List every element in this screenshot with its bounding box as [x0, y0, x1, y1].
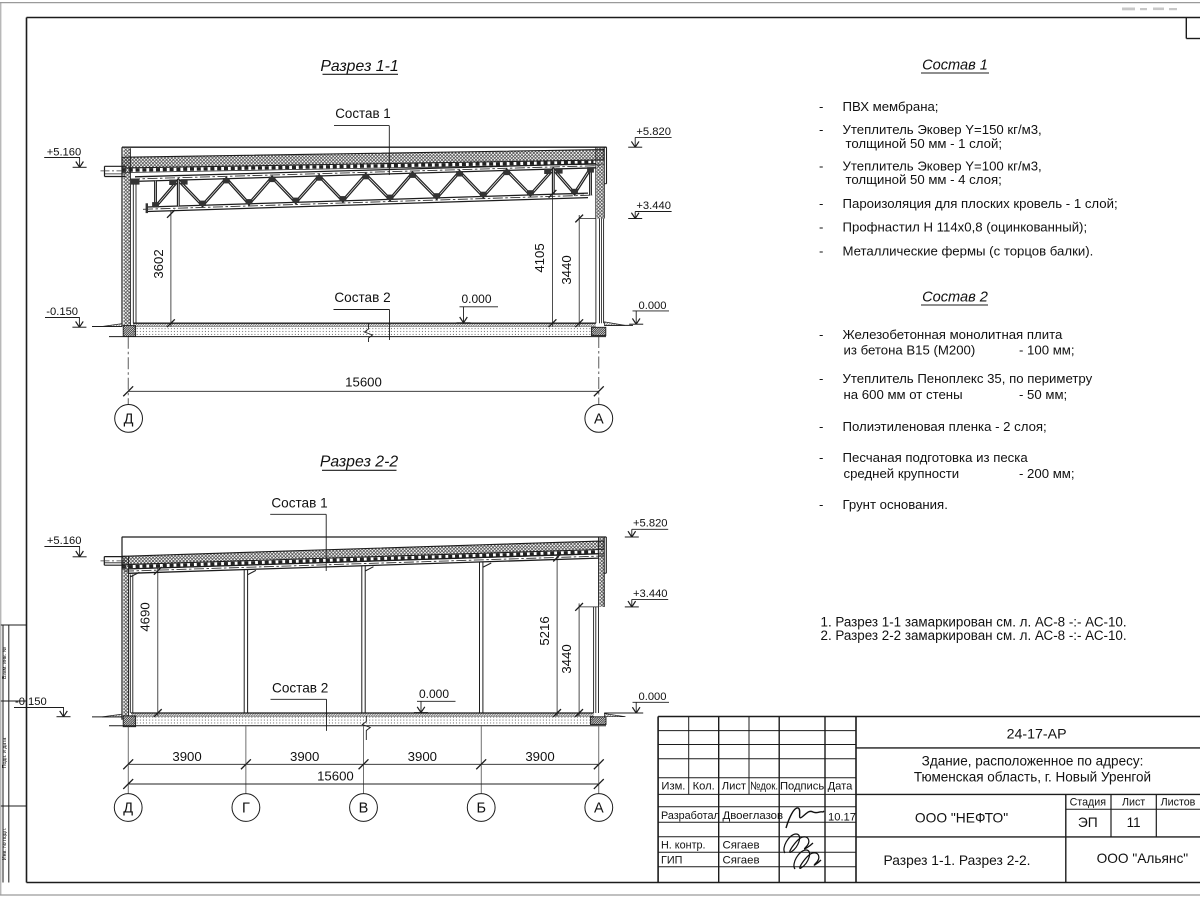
svg-text:Состав 2: Состав 2 [922, 290, 988, 306]
svg-text:+5.820: +5.820 [636, 126, 671, 138]
svg-text:-: - [819, 327, 823, 342]
svg-text:на 600 мм от стены: на 600 мм от стены [844, 387, 963, 402]
svg-text:толщиной 50 мм - 4 слоя;: толщиной 50 мм - 4 слоя; [846, 172, 1002, 187]
svg-text:Состав 1: Состав 1 [271, 495, 327, 510]
svg-text:11: 11 [1127, 815, 1141, 830]
svg-text:Лист: Лист [1122, 797, 1145, 809]
svg-text:Грунт основания.: Грунт основания. [843, 497, 948, 512]
svg-text:Сягаев: Сягаев [723, 839, 760, 851]
svg-text:Кол.: Кол. [693, 780, 715, 792]
svg-text:Сягаев: Сягаев [723, 855, 760, 867]
svg-text:Разрез 1-1: Разрез 1-1 [320, 58, 398, 75]
svg-text:5216: 5216 [537, 616, 552, 645]
svg-text:Пароизоляция для плоских крове: Пароизоляция для плоских кровель - 1 сло… [843, 196, 1118, 211]
svg-text:0.000: 0.000 [462, 292, 492, 306]
svg-text:ООО "НЕФТО": ООО "НЕФТО" [915, 811, 1008, 826]
svg-text:10.17: 10.17 [828, 812, 856, 824]
svg-text:-: - [819, 220, 823, 235]
svg-text:Полиэтиленовая пленка - 2 слоя: Полиэтиленовая пленка - 2 слоя; [843, 419, 1047, 434]
svg-text:1. Разрез 1-1 замаркирован см.: 1. Разрез 1-1 замаркирован см. л. АС-8 -… [821, 615, 1127, 630]
svg-text:ПВХ мембрана;: ПВХ мембрана; [843, 99, 939, 114]
svg-text:А: А [594, 412, 604, 428]
svg-text:Состав 2: Состав 2 [334, 290, 390, 305]
svg-text:Разрез 1-1. Разрез 2-2.: Разрез 1-1. Разрез 2-2. [884, 853, 1031, 868]
svg-text:Лист: Лист [722, 780, 746, 792]
svg-text:Н. контр.: Н. контр. [661, 839, 706, 851]
svg-text:3440: 3440 [559, 255, 574, 284]
svg-text:- 50 мм;: - 50 мм; [1019, 387, 1067, 402]
svg-text:Д: Д [124, 412, 134, 428]
svg-text:0.000: 0.000 [419, 687, 449, 701]
svg-text:4690: 4690 [138, 602, 153, 631]
svg-text:-: - [819, 497, 823, 512]
svg-text:Взам. инв. №: Взам. инв. № [2, 646, 8, 679]
svg-text:ЭП: ЭП [1078, 815, 1098, 830]
svg-text:Изм.: Изм. [661, 780, 685, 792]
svg-text:-: - [819, 99, 823, 114]
svg-text:Листов: Листов [1161, 797, 1196, 809]
svg-text:№док.: №док. [750, 781, 778, 793]
svg-text:-0.150: -0.150 [15, 696, 47, 708]
svg-text:-: - [819, 196, 823, 211]
svg-text:-: - [819, 419, 823, 434]
svg-text:15600: 15600 [345, 374, 382, 389]
svg-text:3900: 3900 [525, 749, 554, 764]
svg-text:из бетона В15 (М200): из бетона В15 (М200) [844, 342, 976, 357]
svg-text:толщиной 50 мм - 1 слой;: толщиной 50 мм - 1 слой; [846, 136, 1002, 151]
svg-text:В: В [359, 801, 369, 817]
svg-text:0.000: 0.000 [639, 691, 667, 703]
svg-text:Подпись: Подпись [780, 780, 824, 792]
svg-text:Железобетонная монолитная пли: Железобетонная монолитная плита [843, 327, 1063, 342]
svg-text:Утеплитель Эковер Y=100 кг/м3,: Утеплитель Эковер Y=100 кг/м3, [843, 158, 1042, 173]
svg-text:-0.150: -0.150 [46, 306, 78, 318]
svg-text:+5.160: +5.160 [47, 146, 82, 158]
svg-text:- 200 мм;: - 200 мм; [1019, 466, 1075, 481]
svg-text:Профнастил Н 114х0,8 (оцинкова: Профнастил Н 114х0,8 (оцинкованный); [843, 220, 1088, 235]
svg-text:Тюменская область, г. Новый Ур: Тюменская область, г. Новый Уренгой [914, 770, 1151, 785]
svg-text:Здание, расположенное по адрес: Здание, расположенное по адресу: [922, 754, 1144, 769]
svg-text:Подп. и дата: Подп. и дата [2, 738, 8, 769]
svg-text:Стадия: Стадия [1070, 797, 1107, 809]
svg-text:2. Разрез 2-2 замаркирован см.: 2. Разрез 2-2 замаркирован см. л. АС-8 -… [821, 628, 1127, 643]
svg-text:Д: Д [123, 801, 133, 817]
svg-text:Металлические фермы (с торцов: Металлические фермы (с торцов балки). [843, 243, 1094, 258]
svg-text:Утеплитель Эковер Y=150 кг/м3,: Утеплитель Эковер Y=150 кг/м3, [843, 122, 1042, 137]
svg-text:Дата: Дата [828, 780, 854, 792]
svg-text:4105: 4105 [532, 243, 547, 272]
svg-text:+5.160: +5.160 [47, 535, 82, 547]
svg-text:3602: 3602 [151, 249, 166, 278]
svg-text:А: А [594, 801, 604, 817]
svg-text:ООО "Альянс": ООО "Альянс" [1097, 851, 1189, 866]
svg-text:3900: 3900 [290, 749, 319, 764]
svg-text:-: - [819, 158, 823, 173]
svg-text:Состав 2: Состав 2 [272, 680, 328, 695]
svg-text:3440: 3440 [559, 644, 574, 673]
svg-text:Разрез 2-2: Разрез 2-2 [320, 453, 398, 470]
svg-text:Двоеглазов: Двоеглазов [723, 810, 784, 822]
svg-text:средней крупности: средней крупности [844, 466, 960, 481]
svg-text:24-17-АР: 24-17-АР [1007, 727, 1067, 743]
svg-text:3900: 3900 [408, 749, 437, 764]
svg-text:-: - [819, 243, 823, 258]
svg-text:-: - [819, 450, 823, 465]
svg-text:-: - [819, 371, 823, 386]
svg-text:Г: Г [242, 801, 250, 817]
svg-text:Состав 1: Состав 1 [335, 106, 391, 121]
svg-text:Песчаная подготовка из песка: Песчаная подготовка из песка [843, 450, 1029, 465]
svg-text:+3.440: +3.440 [633, 588, 668, 600]
svg-text:3900: 3900 [172, 749, 201, 764]
svg-text:Инв. № подл.: Инв. № подл. [2, 828, 8, 860]
svg-text:- 100 мм;: - 100 мм; [1019, 342, 1075, 357]
svg-text:Разработал: Разработал [661, 810, 720, 822]
svg-text:15600: 15600 [317, 769, 354, 784]
svg-text:Состав 1: Состав 1 [922, 58, 988, 74]
svg-text:+3.440: +3.440 [636, 200, 671, 212]
svg-text:0.000: 0.000 [639, 300, 667, 312]
svg-text:Б: Б [476, 801, 486, 817]
svg-text:-: - [819, 122, 823, 137]
svg-text:Утеплитель Пеноплекс 35, по пе: Утеплитель Пеноплекс 35, по периметру [843, 371, 1093, 386]
svg-text:+5.820: +5.820 [633, 518, 668, 530]
svg-text:ГИП: ГИП [661, 855, 682, 867]
